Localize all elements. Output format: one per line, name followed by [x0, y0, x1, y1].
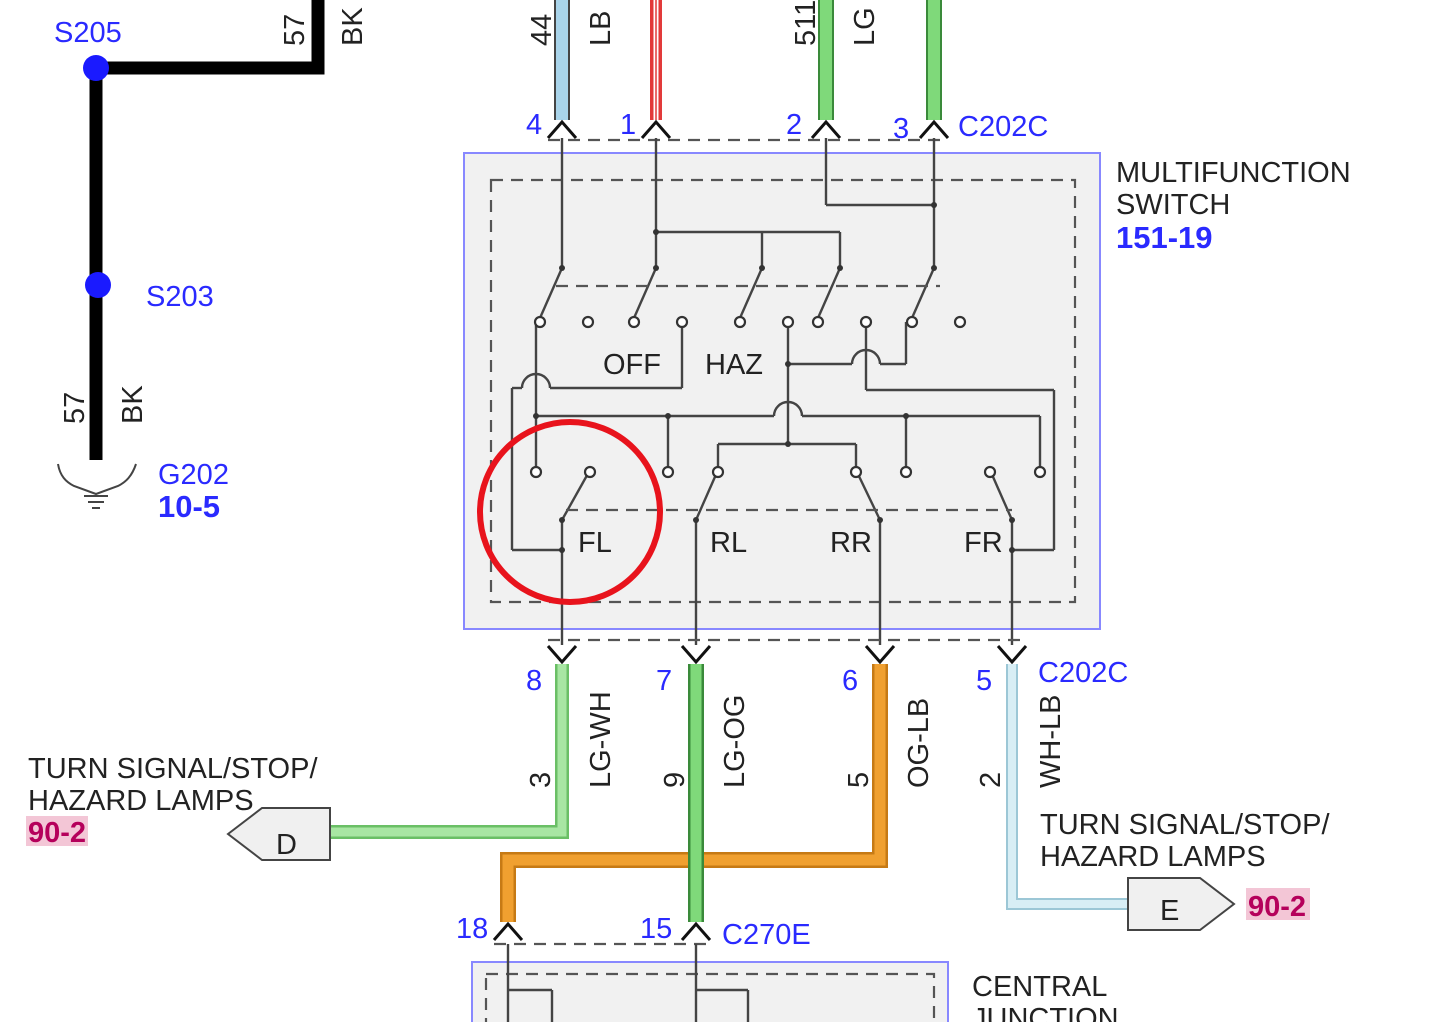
- c270e-pin-arrows: [492, 921, 712, 941]
- offpage-left-ref-link[interactable]: 90-2: [28, 817, 86, 849]
- switch-position-haz: HAZ: [705, 349, 763, 381]
- offpage-right-line2: HAZARD LAMPS: [1040, 841, 1266, 873]
- pin-7-arrow-icon: [680, 645, 712, 665]
- pin-3-arrow-icon: [918, 119, 950, 139]
- pin-7-label: 7: [656, 665, 672, 697]
- ground-circuit-top: 57: [279, 14, 311, 46]
- pin-5-label: 5: [976, 665, 992, 697]
- central-junction: CENTRAL JUNCTION: [471, 944, 1119, 1022]
- cjb-inner-dashed: [484, 972, 936, 1022]
- pin-2-label: 2: [786, 109, 802, 141]
- multifunction-switch: OFF HAZ FL RL RR FR MULTIFUNCTION SWITCH…: [463, 138, 1351, 645]
- switch-output-rr: RR: [830, 527, 872, 559]
- switch-internal-wiring: [510, 138, 1056, 645]
- switch-output-fl: FL: [578, 527, 612, 559]
- bottom-connector: 8 7 6 5 C202C: [526, 638, 1128, 697]
- top-wires: 44 LB 511 LG 4 1 2 3 C202C: [526, 0, 1048, 145]
- cjb-box[interactable]: [471, 961, 949, 1022]
- offpage-e-letter: E: [1160, 895, 1179, 927]
- bottom-pin-arrows: [546, 645, 1028, 665]
- wire-wh-lb-circuit: 2: [975, 772, 1007, 788]
- bottom-connector-label: C202C: [1038, 657, 1128, 689]
- offpage-d-letter: D: [276, 829, 297, 861]
- cjb-title-line2: JUNCTION: [972, 1003, 1119, 1022]
- ground-circuit: S205 S203 G202 10-5 57 BK 57 BK: [54, 0, 369, 524]
- top-wire-44-circuit: 44: [526, 14, 558, 46]
- offpage-d-arrow-icon[interactable]: [226, 807, 331, 861]
- wire-lg-og-color: LG-OG: [719, 695, 751, 788]
- switch-title-line1: MULTIFUNCTION: [1116, 157, 1351, 189]
- ground-color-top: BK: [337, 7, 369, 46]
- ground-wire-bk: [89, 0, 325, 460]
- top-wire-511-circuit: 511: [790, 0, 822, 46]
- switch-junction-nodes: [533, 202, 1015, 553]
- c270e-connector: 18 15 C270E: [456, 913, 811, 951]
- pin-3-label: 3: [893, 113, 909, 145]
- switch-title-line2: SWITCH: [1116, 189, 1230, 221]
- switch-terminals: [529, 315, 1047, 479]
- bottom-wires: 3 LG-WH 9 LG-OG 5 OG-LB 2 WH-LB: [330, 664, 1130, 922]
- pin-6-label: 6: [842, 665, 858, 697]
- cjb-title-line1: CENTRAL: [972, 971, 1107, 1003]
- wire-lg-wh: [330, 664, 567, 837]
- ground-ref-link[interactable]: 10-5: [158, 489, 220, 524]
- offpage-left-line1: TURN SIGNAL/STOP/: [28, 753, 318, 785]
- wire-og-lb-color: OG-LB: [903, 698, 935, 788]
- switch-inner-dashed: [489, 178, 1077, 604]
- top-wire-511-color: LG: [849, 7, 881, 46]
- pin-18-label: 18: [456, 913, 488, 945]
- pin-8-label: 8: [526, 665, 542, 697]
- switch-output-fr: FR: [964, 527, 1003, 559]
- pin-2-arrow-icon: [810, 119, 842, 139]
- splice-s203-label: S203: [146, 281, 214, 313]
- highlight-circle-fl: [477, 419, 663, 605]
- pin-4-label: 4: [526, 109, 542, 141]
- wire-lg-wh-circuit: 3: [525, 772, 557, 788]
- pin-15-arrow-icon: [680, 921, 712, 941]
- switch-position-off: OFF: [603, 349, 661, 381]
- offpage-left: TURN SIGNAL/STOP/ HAZARD LAMPS 90-2 D: [26, 753, 331, 861]
- pin-18-arrow-icon: [492, 921, 524, 941]
- switch-output-rl: RL: [710, 527, 747, 559]
- pin-15-label: 15: [640, 913, 672, 945]
- offpage-right-ref-highlight: [1246, 888, 1310, 920]
- pin-1-arrow-icon: [640, 119, 672, 139]
- ground-color-bottom: BK: [117, 385, 149, 424]
- splice-s205-dot[interactable]: [83, 55, 109, 81]
- splice-s203-dot[interactable]: [85, 272, 111, 298]
- offpage-e-arrow-icon[interactable]: [1127, 877, 1236, 931]
- top-wire-44-color: LB: [585, 11, 617, 46]
- pin-8-arrow-icon: [546, 645, 578, 665]
- offpage-right-ref-link[interactable]: 90-2: [1248, 891, 1306, 923]
- pin-4-arrow-icon: [546, 119, 578, 139]
- switch-ref-link[interactable]: 151-19: [1116, 220, 1213, 255]
- ground-g202-label: G202: [158, 459, 229, 491]
- offpage-left-ref-highlight: [26, 816, 88, 846]
- wire-lg-og-circuit: 9: [659, 772, 691, 788]
- pin-6-arrow-icon: [864, 645, 896, 665]
- ground-symbol-icon: [57, 463, 137, 509]
- wire-wh-lb: [1008, 664, 1130, 908]
- offpage-right: TURN SIGNAL/STOP/ HAZARD LAMPS E 90-2: [1040, 809, 1330, 931]
- offpage-right-line1: TURN SIGNAL/STOP/: [1040, 809, 1330, 841]
- offpage-left-line2: HAZARD LAMPS: [28, 785, 254, 817]
- splice-s205-label: S205: [54, 17, 122, 49]
- top-pin-arrows: [546, 119, 950, 139]
- pin-5-arrow-icon: [996, 645, 1028, 665]
- wire-lg-wh-color: LG-WH: [585, 691, 617, 788]
- wire-wh-lb-color: WH-LB: [1035, 695, 1067, 788]
- wire-og-lb-circuit: 5: [843, 772, 875, 788]
- cjb-internal-wiring: [506, 944, 750, 1022]
- pin-1-label: 1: [620, 109, 636, 141]
- ground-circuit-bottom: 57: [59, 392, 91, 424]
- c270e-label: C270E: [722, 919, 811, 951]
- top-connector-label: C202C: [958, 111, 1048, 143]
